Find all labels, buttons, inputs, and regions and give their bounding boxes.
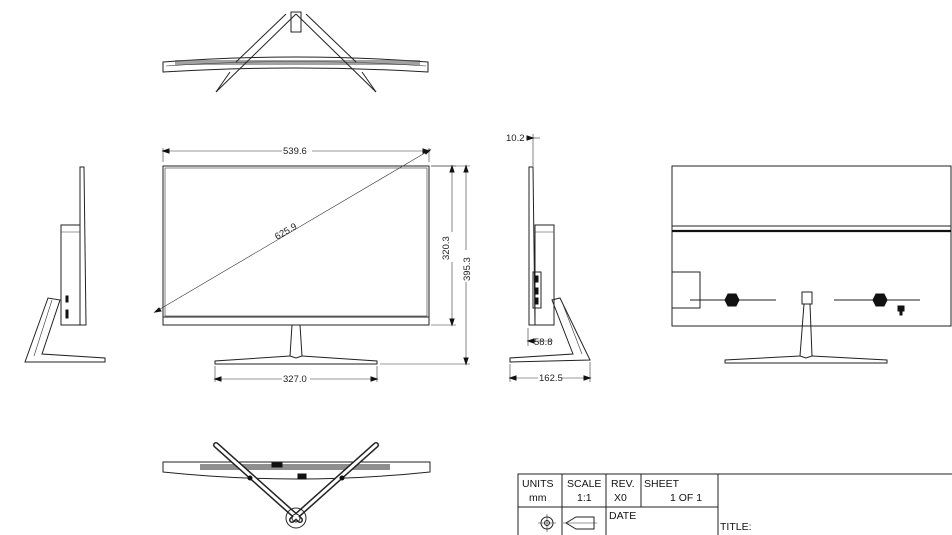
units-label: UNITS xyxy=(522,478,554,490)
rev-label: REV. xyxy=(611,478,635,490)
date-label: DATE xyxy=(609,510,636,522)
title-block: UNITS mm SCALE 1:1 REV. X0 SHEET 1 OF 1 … xyxy=(517,473,952,535)
screen-height-dimension: 320.3 xyxy=(441,236,452,260)
rev-value: X0 xyxy=(614,492,627,504)
depth-neck-dimension: 58.8 xyxy=(534,337,553,348)
scale-label: SCALE xyxy=(567,478,601,490)
total-height-dimension: 395.3 xyxy=(462,257,473,281)
sheet-label: SHEET xyxy=(644,478,680,490)
width-dimension: 539.6 xyxy=(283,146,307,157)
diagonal-dimension: 625.9 xyxy=(273,221,299,242)
rear-view xyxy=(671,165,952,364)
scale-value: 1:1 xyxy=(577,492,592,504)
base-depth-dimension: 162.5 xyxy=(539,373,563,384)
base-width-dimension: 327.0 xyxy=(283,374,307,385)
left-side-view xyxy=(24,166,106,363)
depth-top-dimension: 10.2 xyxy=(506,133,525,144)
title-label: TITLE: xyxy=(720,521,752,533)
sheet-value: 1 OF 1 xyxy=(670,492,702,504)
projection-symbol-icon xyxy=(538,514,597,532)
bottom-view xyxy=(162,442,431,529)
top-view xyxy=(162,11,429,93)
right-side-view: 10.2 58.8 162.5 xyxy=(506,133,592,384)
front-view: 625.9 539.6 320.3 395.3 327.0 xyxy=(153,146,473,385)
units-value: mm xyxy=(529,492,547,504)
